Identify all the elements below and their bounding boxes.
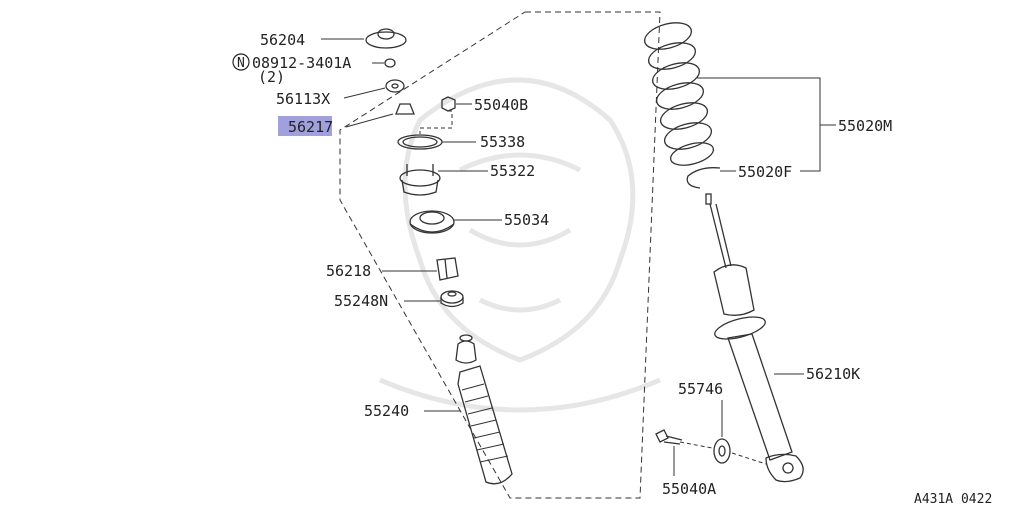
nut-55040b[interactable]: [419, 96, 472, 134]
dust-boot-55240[interactable]: [424, 334, 513, 485]
watermark-emblem: [379, 77, 661, 413]
spring-seat-55020f[interactable]: [686, 167, 736, 189]
label-56210k[interactable]: 56210K: [806, 365, 860, 383]
label-55020f[interactable]: 55020F: [738, 163, 792, 181]
label-55240[interactable]: 55240: [364, 402, 409, 420]
coil-spring-55020m[interactable]: [642, 18, 836, 172]
label-qty: (2): [258, 68, 285, 86]
label-56113x[interactable]: 56113X: [276, 90, 330, 108]
label-55322[interactable]: 55322: [490, 162, 535, 180]
label-55746[interactable]: 55746: [678, 380, 723, 398]
collar-55248n[interactable]: [404, 290, 464, 308]
selected-part-highlight: [278, 116, 332, 136]
label-55040a[interactable]: 55040A: [662, 480, 716, 498]
circle-n-icon: [232, 53, 250, 71]
label-56204[interactable]: 56204: [260, 31, 305, 49]
circle-n-letter: N: [237, 56, 245, 71]
label-56217[interactable]: 56217: [288, 118, 333, 136]
mount-plate-55322[interactable]: [399, 164, 488, 196]
diagram-code: A431A 0422: [914, 492, 992, 507]
bumper-56218[interactable]: [382, 257, 459, 281]
assembly-boundary: [339, 11, 661, 499]
bolt-55040a[interactable]: [655, 429, 767, 476]
bushing-56217[interactable]: [345, 103, 415, 128]
label-55248n[interactable]: 55248N: [334, 292, 388, 310]
label-55034[interactable]: 55034: [504, 211, 549, 229]
insulator-55034[interactable]: [409, 210, 502, 234]
shock-absorber-56210k[interactable]: [705, 193, 804, 483]
label-55338[interactable]: 55338: [480, 133, 525, 151]
washer-55746[interactable]: [713, 400, 731, 464]
label-55040b[interactable]: 55040B: [474, 96, 528, 114]
nut-08912[interactable]: [232, 53, 396, 71]
washer-56113x[interactable]: [343, 79, 405, 99]
label-56218[interactable]: 56218: [326, 262, 371, 280]
label-55020m[interactable]: 55020M: [838, 117, 892, 135]
gasket-55338[interactable]: [397, 134, 476, 150]
label-08912-3401a[interactable]: 08912-3401A: [252, 54, 351, 72]
mount-cap-56204[interactable]: [321, 28, 407, 49]
